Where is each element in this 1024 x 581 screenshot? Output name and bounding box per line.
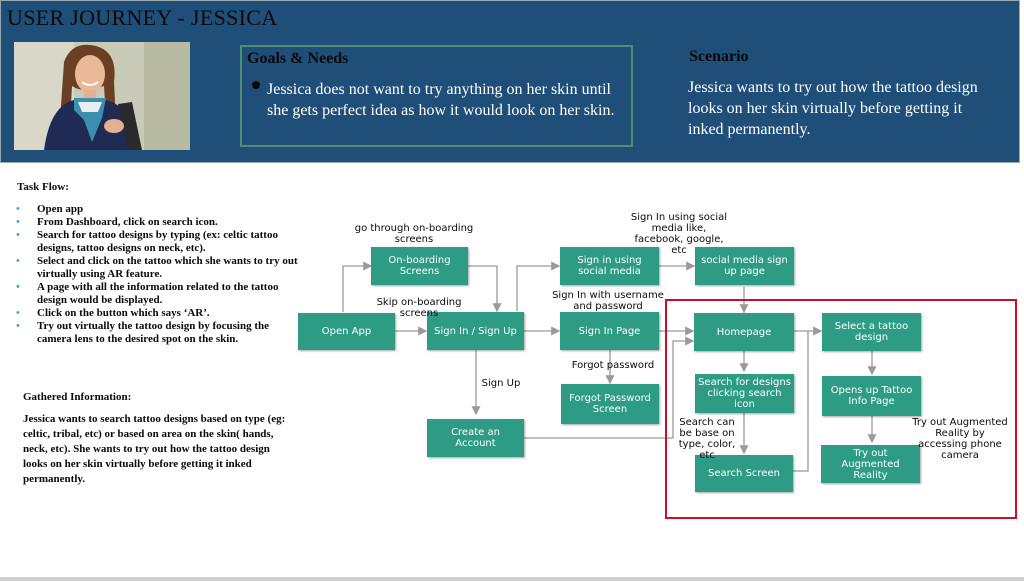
- scenario-heading: Scenario: [689, 48, 749, 65]
- label-username: Sign In with username and password: [552, 290, 664, 312]
- persona-illustration: [14, 42, 190, 150]
- connector: [524, 336, 695, 439]
- task-item: •Open app: [16, 203, 84, 215]
- bullet-icon: •: [16, 216, 20, 228]
- bullet-icon: •: [16, 229, 20, 241]
- label-forgot: Forgot password: [571, 360, 655, 371]
- task-item: •Search for tattoo designs by typing (ex…: [16, 229, 278, 254]
- node-homepage: Homepage: [694, 313, 794, 351]
- node-sign-in-social: Sign in using social media: [560, 247, 659, 285]
- node-search-screen: Search Screen: [695, 455, 793, 492]
- goals-panel: [240, 45, 633, 147]
- task-item: •Try out virtually the tattoo design by …: [16, 320, 270, 345]
- header-banner: USER JOURNEY - JESSICA Goals & Needs Jes…: [0, 0, 1020, 163]
- label-try-ar: Try out Augmented Reality by accessing p…: [912, 417, 1008, 461]
- node-onboarding: On-boarding Screens: [371, 247, 468, 285]
- gathered-heading: Gathered Information:: [23, 391, 132, 403]
- node-open-app: Open App: [298, 313, 395, 350]
- node-try-ar: Try out Augmented Reality: [821, 445, 920, 483]
- bullet-icon: •: [16, 281, 20, 293]
- task-item: •A page with all the information related…: [16, 281, 279, 306]
- highlight-frame: [665, 299, 1017, 519]
- label-go-through: go through on-boarding screens: [354, 223, 474, 245]
- label-sign-up: Sign Up: [481, 378, 521, 389]
- task-flow-heading: Task Flow:: [17, 181, 69, 193]
- bottom-divider: [0, 577, 1024, 581]
- connector: [793, 331, 809, 472]
- node-search-designs: Search for designs clicking search icon: [695, 374, 794, 413]
- bullet-icon: •: [16, 255, 20, 267]
- node-forgot-password: Forgot Password Screen: [561, 384, 659, 424]
- node-social-signup: social media sign up page: [695, 247, 794, 285]
- connector: [468, 265, 502, 313]
- page-title: USER JOURNEY - JESSICA: [7, 5, 278, 30]
- task-item: •Select and click on the tattoo which sh…: [16, 255, 298, 280]
- node-tattoo-info: Opens up Tattoo Info Page: [822, 376, 921, 416]
- persona-photo: [14, 42, 190, 150]
- label-search-base: Search can be base on type, color, etc: [678, 417, 736, 461]
- gathered-text: Jessica wants to search tattoo designs b…: [23, 413, 286, 485]
- bullet-icon: •: [16, 203, 20, 215]
- task-flow-list: •Open app •From Dashboard, click on sear…: [16, 203, 298, 346]
- goals-text: Jessica does not want to try anything on…: [267, 81, 615, 119]
- node-sign-in-page: Sign In Page: [560, 312, 659, 350]
- label-social: Sign In using social media like, faceboo…: [630, 212, 728, 256]
- bullet-icon: •: [16, 307, 20, 319]
- goals-heading: Goals & Needs: [247, 50, 349, 67]
- label-skip-onboarding: Skip on-boarding screens: [376, 297, 462, 319]
- bullet-icon: •: [16, 320, 20, 332]
- task-item: •Click on the button which says ‘AR’.: [16, 307, 210, 319]
- node-create-account: Create an Account: [427, 419, 524, 457]
- connector: [342, 261, 373, 312]
- bullet-icon: [252, 81, 260, 89]
- connector: [516, 261, 561, 311]
- scenario-text: Jessica wants to try out how the tattoo …: [688, 79, 978, 138]
- node-select-tattoo: Select a tattoo design: [822, 313, 921, 351]
- node-sign-in-up: Sign In / Sign Up: [427, 312, 524, 350]
- task-item: •From Dashboard, click on search icon.: [16, 216, 218, 228]
